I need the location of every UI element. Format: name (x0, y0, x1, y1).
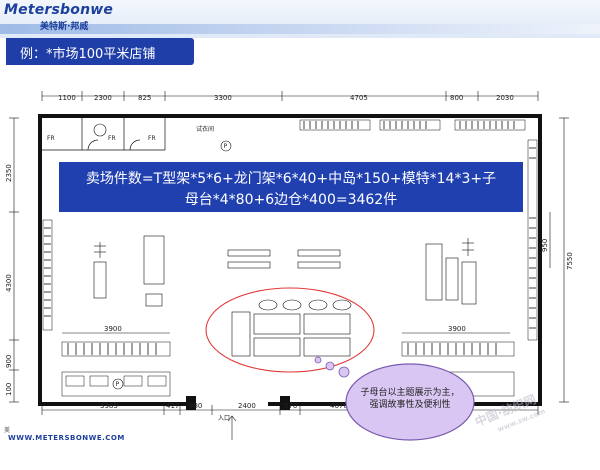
right-fixtures (425, 243, 477, 305)
footer-url: WWW.METERSBONWE.COM (8, 434, 125, 442)
bubble-tail-dot-3 (338, 366, 350, 378)
dim-bottom-6: 4670 (330, 402, 348, 410)
dim-top-3: 825 (138, 94, 151, 102)
slide-title: 例：*市场100平米店铺 (20, 47, 156, 62)
left-dimension-line (9, 117, 19, 403)
slide-header: Metersbonwe 美特斯·邦威 (0, 0, 600, 38)
bubble-tail-dot-2 (325, 361, 335, 371)
dim-right-1: 950 (541, 239, 549, 252)
top-dimension-line (41, 91, 539, 101)
mannequin-stands (258, 299, 352, 311)
dim-bottom-2: 417 (166, 402, 179, 410)
dim-top-5: 4705 (350, 94, 368, 102)
outer-wall (38, 114, 542, 406)
highlight-ellipse (205, 287, 375, 373)
left-wall-hangers (44, 227, 51, 317)
dim-top-6: 800 (450, 94, 463, 102)
left-fixtures (93, 235, 341, 307)
item-count-callout: 卖场件数=T型架*5*6+龙门架*6*40+中岛*150+模特*14*3+子 母… (59, 162, 523, 212)
dim-left-3: 900 (5, 355, 13, 368)
fr-label-3: FR (148, 135, 156, 142)
left-t-stand (94, 242, 106, 258)
right-t-stand (462, 238, 474, 256)
dim-bottom-3: 980 (189, 402, 202, 410)
floor-plan: 1100 2300 825 3300 4705 800 2030 2350 43… (5, 91, 574, 441)
dim-top-7: 2030 (496, 94, 514, 102)
center-island-tables (231, 311, 351, 357)
p-marker-bottom (112, 378, 124, 390)
entrance-pillar-right (280, 396, 290, 410)
corridor-label: 试衣间 (196, 125, 214, 133)
right-wall-racks (527, 139, 538, 341)
bubble-tail-dot-1 (314, 356, 322, 364)
entrance-pillar-left (186, 396, 196, 410)
mirror-marker (93, 123, 107, 137)
brand-logo: Metersbonwe 美特斯·邦威 (4, 2, 124, 32)
dim-top-2: 2300 (94, 94, 112, 102)
dim-bottom-1: 3985 (100, 402, 118, 410)
dim-top-1: 1100 (58, 94, 76, 102)
p-marker-top-label: P (224, 143, 228, 150)
footer-mark: 美 (4, 427, 11, 434)
dim-left-2: 4300 (5, 274, 13, 292)
p-marker-top (220, 140, 232, 152)
inner-dim-left: 3900 (104, 325, 122, 333)
callout-line-2: 母台*4*80+6边仓*400=3462件 (184, 192, 398, 208)
fitting-rooms (42, 118, 166, 151)
header-band (0, 24, 600, 34)
callout-line-1: 卖场件数=T型架*5*6+龙门架*6*40+中岛*150+模特*14*3+子 (85, 171, 497, 187)
slide-title-banner: 例：*市场100平米店铺 (6, 38, 194, 65)
dim-right-2: 7550 (566, 252, 574, 270)
right-dimension-line (549, 117, 569, 403)
entry-label: 入口 (218, 415, 230, 422)
fr-label-2: FR (108, 135, 116, 142)
right-wall-hangers (529, 147, 536, 329)
p-marker-bottom-label: P (116, 381, 120, 388)
dim-bottom-4: 2400 (238, 402, 256, 410)
bottom-wall-hangers (67, 343, 497, 355)
left-wall-racks (42, 219, 53, 331)
bottom-left-counter (61, 371, 171, 397)
thought-bubble (345, 363, 475, 441)
brand-name: Metersbonwe (4, 2, 114, 18)
top-wall-hangers (303, 121, 515, 129)
bubble-text: 子母台以主题展示为主，强调故事性及便利性 (360, 388, 460, 410)
inner-dim-right: 3900 (448, 325, 466, 333)
fr-label-1: FR (47, 135, 55, 142)
dim-top-4: 3300 (214, 94, 232, 102)
brand-sub-name: 美特斯·邦威 (40, 22, 89, 32)
dim-left-1: 2350 (5, 164, 13, 182)
entry-arrow (227, 415, 237, 440)
dim-left-4: 100 (5, 383, 13, 396)
dim-bottom-5: 570 (284, 402, 297, 410)
